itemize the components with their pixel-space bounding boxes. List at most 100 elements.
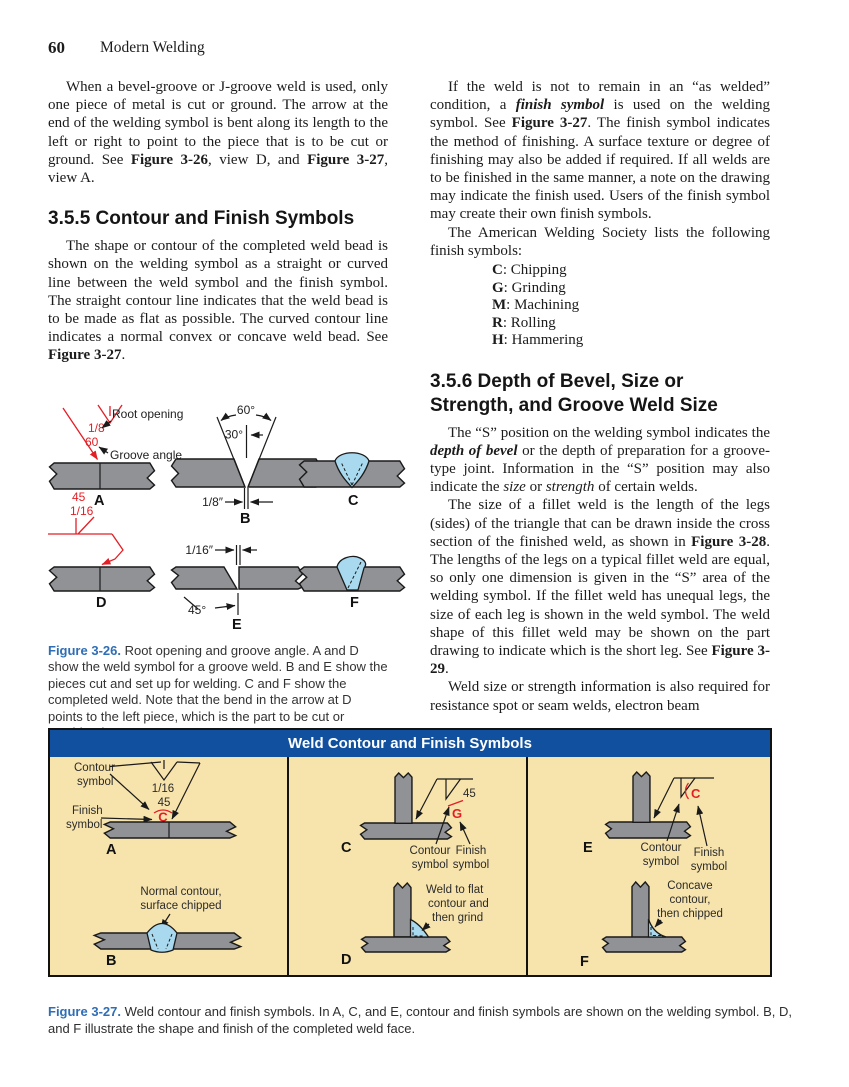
view-label: B bbox=[106, 953, 116, 969]
section-heading-356: 3.5.6 Depth of Bevel, Size or Strength, … bbox=[430, 370, 718, 416]
subview-e: C E Contour symbol Finish symbol bbox=[583, 771, 727, 873]
view-label: D bbox=[96, 595, 106, 611]
list-item: H: Hammering bbox=[492, 332, 770, 350]
finish-desc: : Rolling bbox=[502, 314, 556, 331]
fig326-view-f: F bbox=[298, 555, 406, 611]
root-opening-label: Root opening bbox=[112, 407, 183, 421]
finish-letter: G bbox=[492, 279, 504, 296]
figure-reference: Figure 3-27 bbox=[307, 151, 385, 168]
subview-a: Contour symbol 1/16 45 C Finish symbo bbox=[66, 760, 237, 858]
root-opening-value: 1/16 bbox=[152, 783, 174, 795]
term-strength: strength bbox=[545, 479, 595, 496]
text-run: . The lengths of the legs on a typical f… bbox=[430, 533, 770, 659]
finish-desc: : Grinding bbox=[503, 279, 566, 296]
view-label: A bbox=[106, 842, 117, 858]
finish-symbol-label: Finish bbox=[694, 847, 725, 859]
contour-symbol-label: Contour bbox=[410, 845, 451, 857]
angle-value: 45 bbox=[463, 788, 476, 800]
finish-letter: R bbox=[492, 314, 503, 331]
paragraph: The shape or contour of the completed we… bbox=[48, 237, 388, 364]
weld-note: Concave bbox=[667, 880, 712, 892]
view-label: A bbox=[94, 493, 105, 509]
fig326-view-e: 1/16″ 45° E bbox=[170, 543, 304, 633]
view-label: E bbox=[232, 617, 242, 633]
finish-symbol-label: symbol bbox=[691, 861, 727, 873]
right-column: If the weld is not to remain in an “as w… bbox=[430, 78, 770, 715]
finish-letter: C bbox=[492, 262, 503, 279]
term-depth-of-bevel: depth of bevel bbox=[430, 442, 518, 459]
fig326-view-b: 60° 30° 1/8″ B bbox=[170, 403, 322, 527]
view-label: B bbox=[240, 511, 250, 527]
list-item: G: Grinding bbox=[492, 280, 770, 298]
finish-symbol-label: Finish bbox=[72, 805, 103, 817]
view-label: E bbox=[583, 840, 593, 856]
text-run: Root opening and groove angle. A and D s… bbox=[48, 642, 388, 741]
finish-desc: : Hammering bbox=[503, 332, 584, 349]
weld-note: contour, bbox=[670, 894, 711, 906]
angle-30-label: 30° bbox=[225, 427, 243, 441]
finish-symbols-list: C: Chipping G: Grinding M: Machining R: … bbox=[430, 262, 770, 350]
panel-e-f-diagram: C E Contour symbol Finish symbol bbox=[580, 771, 727, 970]
book-title: Modern Welding bbox=[100, 39, 205, 56]
contour-symbol-label: symbol bbox=[77, 776, 113, 788]
finish-symbol-label: symbol bbox=[66, 819, 102, 831]
text-run: When a bevel-groove or J-groove weld is … bbox=[48, 79, 388, 168]
text-run: is used on the welding symbol. See bbox=[430, 97, 770, 132]
fig326-view-d: 45 1/16 D bbox=[48, 490, 156, 611]
fig326-view-c: C bbox=[298, 451, 406, 509]
text-run: of certain welds. bbox=[594, 479, 698, 496]
view-label: D bbox=[341, 952, 351, 968]
fig326-view-a: 1/8 60 Root opening Groove angle A bbox=[48, 404, 183, 509]
figure-caption-label: Figure 3-26. bbox=[48, 642, 121, 658]
paragraph: The “S” position on the welding symbol i… bbox=[430, 424, 770, 497]
list-item: C: Chipping bbox=[492, 262, 770, 280]
view-label: F bbox=[580, 954, 589, 970]
figure-reference: Figure 3-28 bbox=[691, 533, 767, 550]
text-run: The “S” position on the welding symbol i… bbox=[448, 424, 770, 441]
angle-value: 45 bbox=[158, 797, 171, 809]
bevel-angle-value: 45 bbox=[72, 490, 86, 504]
page-number: 60 bbox=[48, 38, 65, 57]
figure-reference: Figure 3-29 bbox=[430, 642, 770, 678]
finish-letter: M bbox=[492, 297, 507, 314]
finish-symbol-label: symbol bbox=[453, 859, 489, 871]
text-run: . The finish symbol indicates the method… bbox=[430, 115, 770, 223]
text-run: or bbox=[525, 479, 546, 496]
paragraph: The American Welding Society lists the f… bbox=[430, 224, 770, 259]
list-item: M: Machining bbox=[492, 297, 770, 315]
figure-3-26-diagram: 1/8 60 Root opening Groove angle A 60° 3… bbox=[48, 403, 406, 633]
figure-reference: Figure 3-26 bbox=[130, 151, 209, 168]
finish-letter-c: C bbox=[691, 786, 701, 801]
figure-3-26-caption: Figure 3-26. Root opening and groove ang… bbox=[48, 643, 388, 742]
contour-symbol-label: Contour bbox=[74, 762, 115, 774]
weld-note: then chipped bbox=[657, 908, 723, 920]
paragraph: Weld size or strength information is als… bbox=[430, 679, 770, 714]
finish-letter: H bbox=[492, 332, 504, 349]
term-size: size bbox=[503, 479, 526, 496]
text-run: . bbox=[445, 661, 449, 678]
finish-desc: : Chipping bbox=[502, 262, 567, 279]
finish-desc: : Machining bbox=[506, 297, 580, 314]
text-run: , view D, and bbox=[208, 151, 308, 168]
weld-note: contour and bbox=[428, 898, 489, 910]
figure-3-27-panels: Contour symbol 1/16 45 C Finish symbo bbox=[50, 757, 770, 975]
weld-note: then grind bbox=[432, 912, 483, 924]
finish-symbol-label: Finish bbox=[456, 845, 487, 857]
finish-letter-g: G bbox=[452, 806, 462, 821]
groove-angle-value: 60 bbox=[85, 435, 99, 449]
panel-e-f: C E Contour symbol Finish symbol bbox=[526, 757, 765, 975]
view-label: C bbox=[341, 840, 352, 856]
figure-3-27-caption: Figure 3-27. Weld contour and finish sym… bbox=[48, 1003, 796, 1037]
text-run: or the depth of preparation for a groove… bbox=[430, 442, 770, 496]
view-label: F bbox=[350, 595, 359, 611]
left-column: When a bevel-groove or J-groove weld is … bbox=[48, 78, 406, 755]
paragraph: If the weld is not to remain in an “as w… bbox=[430, 78, 770, 224]
text-run: The shape or contour of the completed we… bbox=[48, 238, 388, 346]
list-item: R: Rolling bbox=[492, 315, 770, 333]
page-header: 60 Modern Welding bbox=[48, 38, 448, 58]
text-run: If the weld is not to remain in an “as w… bbox=[430, 79, 770, 114]
root-opening-value: 1/8 bbox=[88, 421, 105, 435]
gap-116-label: 1/16″ bbox=[185, 543, 213, 557]
view-label: C bbox=[348, 493, 359, 509]
